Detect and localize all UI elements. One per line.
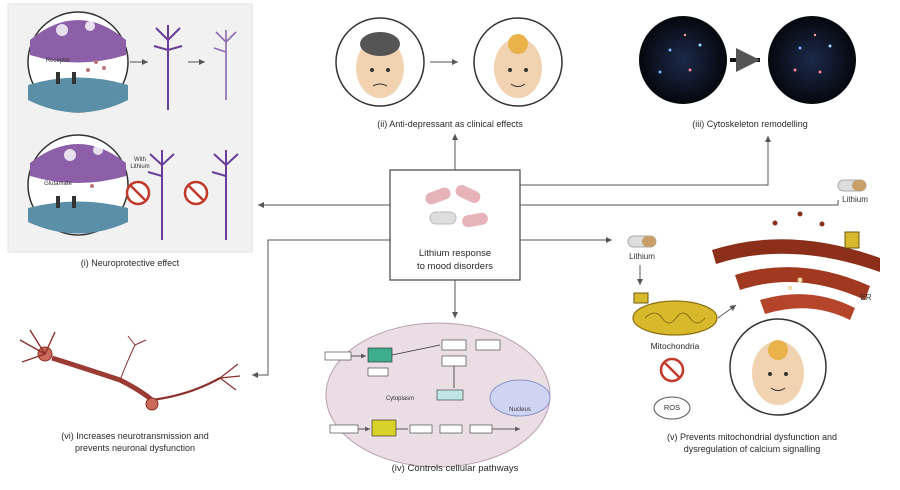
lithium-left-label: Lithium: [629, 252, 655, 261]
connector-lines: [252, 134, 839, 378]
neuron-icon: [213, 30, 237, 100]
cell-diagram: [324, 322, 551, 468]
neuroprotective-caption: (i) Neuroprotective effect: [80, 258, 180, 268]
mitochondria-icon: [632, 292, 718, 336]
cytoskeleton-image-after: [768, 16, 856, 104]
neuron-icon: [211, 150, 239, 240]
cytoskeleton-image-before: [639, 16, 727, 104]
center-label-line1: Lithium response: [418, 248, 492, 259]
lithium-pills-icon: [425, 185, 488, 228]
happy-face: [473, 17, 563, 107]
cytoskeleton-caption: (iii) Cytoskeleton remodelling: [692, 119, 808, 129]
ros-cloud-icon: [653, 396, 691, 420]
neuron-icon: [153, 25, 183, 110]
neurotransmission-caption-line2: prevents neuronal dysfunction: [74, 443, 196, 453]
neuron-red-icon: [19, 329, 241, 411]
center-box: [389, 169, 521, 281]
lithium-pill-left: [627, 235, 657, 248]
nucleus-label: Nucleus: [509, 407, 531, 413]
mitochondria-label: Mitochondria: [650, 341, 700, 351]
lithium-pill-right: [837, 179, 867, 249]
receptor-label: Receptor: [45, 58, 71, 64]
neuron-icon: [147, 150, 175, 240]
center-label-line2: to mood disorders: [416, 261, 494, 272]
arrow-mito-face: [717, 304, 737, 319]
glutamate-label: Glutamate: [44, 181, 72, 187]
prohibited-icon: [659, 357, 685, 383]
calm-face: [729, 318, 827, 416]
ros-label: ROS: [663, 403, 681, 412]
mitochondria-caption-line2: dysregulation of calcium signalling: [683, 444, 821, 454]
pathways-caption: (iv) Controls cellular pathways: [391, 463, 519, 474]
lithium-right-label: Lithium: [842, 195, 868, 204]
antidepressant-caption: (ii) Anti-depressant as clinical effects: [377, 119, 523, 129]
with-lithium-label: With Lithium: [130, 157, 150, 170]
cytoplasm-label: Cytoplasm: [385, 396, 415, 402]
mitochondria-caption-line1: (v) Prevents mitochondrial dysfunction a…: [666, 432, 838, 442]
neurotransmission-caption-line1: (vi) Increases neurotransmission and: [61, 431, 209, 441]
endoplasmic-reticulum-icon: [712, 211, 880, 320]
prohibited-icon: [125, 180, 151, 206]
depressed-face: [335, 17, 425, 107]
er-label: ER: [860, 293, 872, 302]
prohibited-icon: [183, 180, 209, 206]
synapse-circle-bottom: [27, 134, 129, 236]
synapse-circle-top: [27, 11, 129, 113]
